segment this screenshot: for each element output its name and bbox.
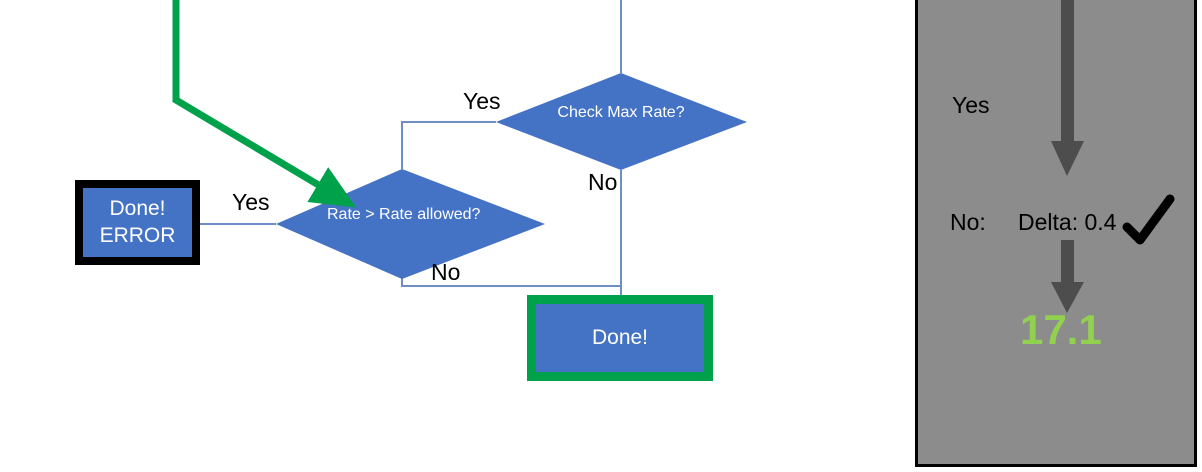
node-done-error-line1: Done! (109, 196, 166, 220)
panel-yes-label: Yes (952, 92, 990, 118)
connector-check-max-rate-yes (401, 121, 496, 169)
arrow-down-long (1051, 0, 1084, 176)
node-done-line1: Done! (591, 325, 649, 349)
green-highlight-path (172, 0, 357, 208)
edge-label-rate-allowed-no: No (431, 259, 461, 285)
decision-check-max-rate[interactable] (496, 73, 747, 170)
side-panel: Yes No: Delta: 0.4 17.1 (915, 0, 1197, 467)
check-mark-icon (1122, 194, 1175, 245)
node-done-error-line2: ERROR (99, 223, 176, 247)
node-done-error[interactable]: Done! ERROR (75, 180, 200, 265)
node-done[interactable]: Done! (527, 295, 713, 381)
panel-no-label: No: (950, 209, 986, 235)
arrow-down-short (1051, 240, 1084, 313)
panel-delta-label: Delta: 0.4 (1018, 209, 1117, 235)
panel-arrows (1051, 0, 1175, 313)
panel-result-value: 17.1 (1020, 306, 1102, 353)
edge-label-rate-allowed-yes: Yes (232, 189, 270, 215)
edge-label-check-max-rate-yes: Yes (463, 88, 501, 114)
edge-label-check-max-rate-no: No (588, 169, 618, 195)
